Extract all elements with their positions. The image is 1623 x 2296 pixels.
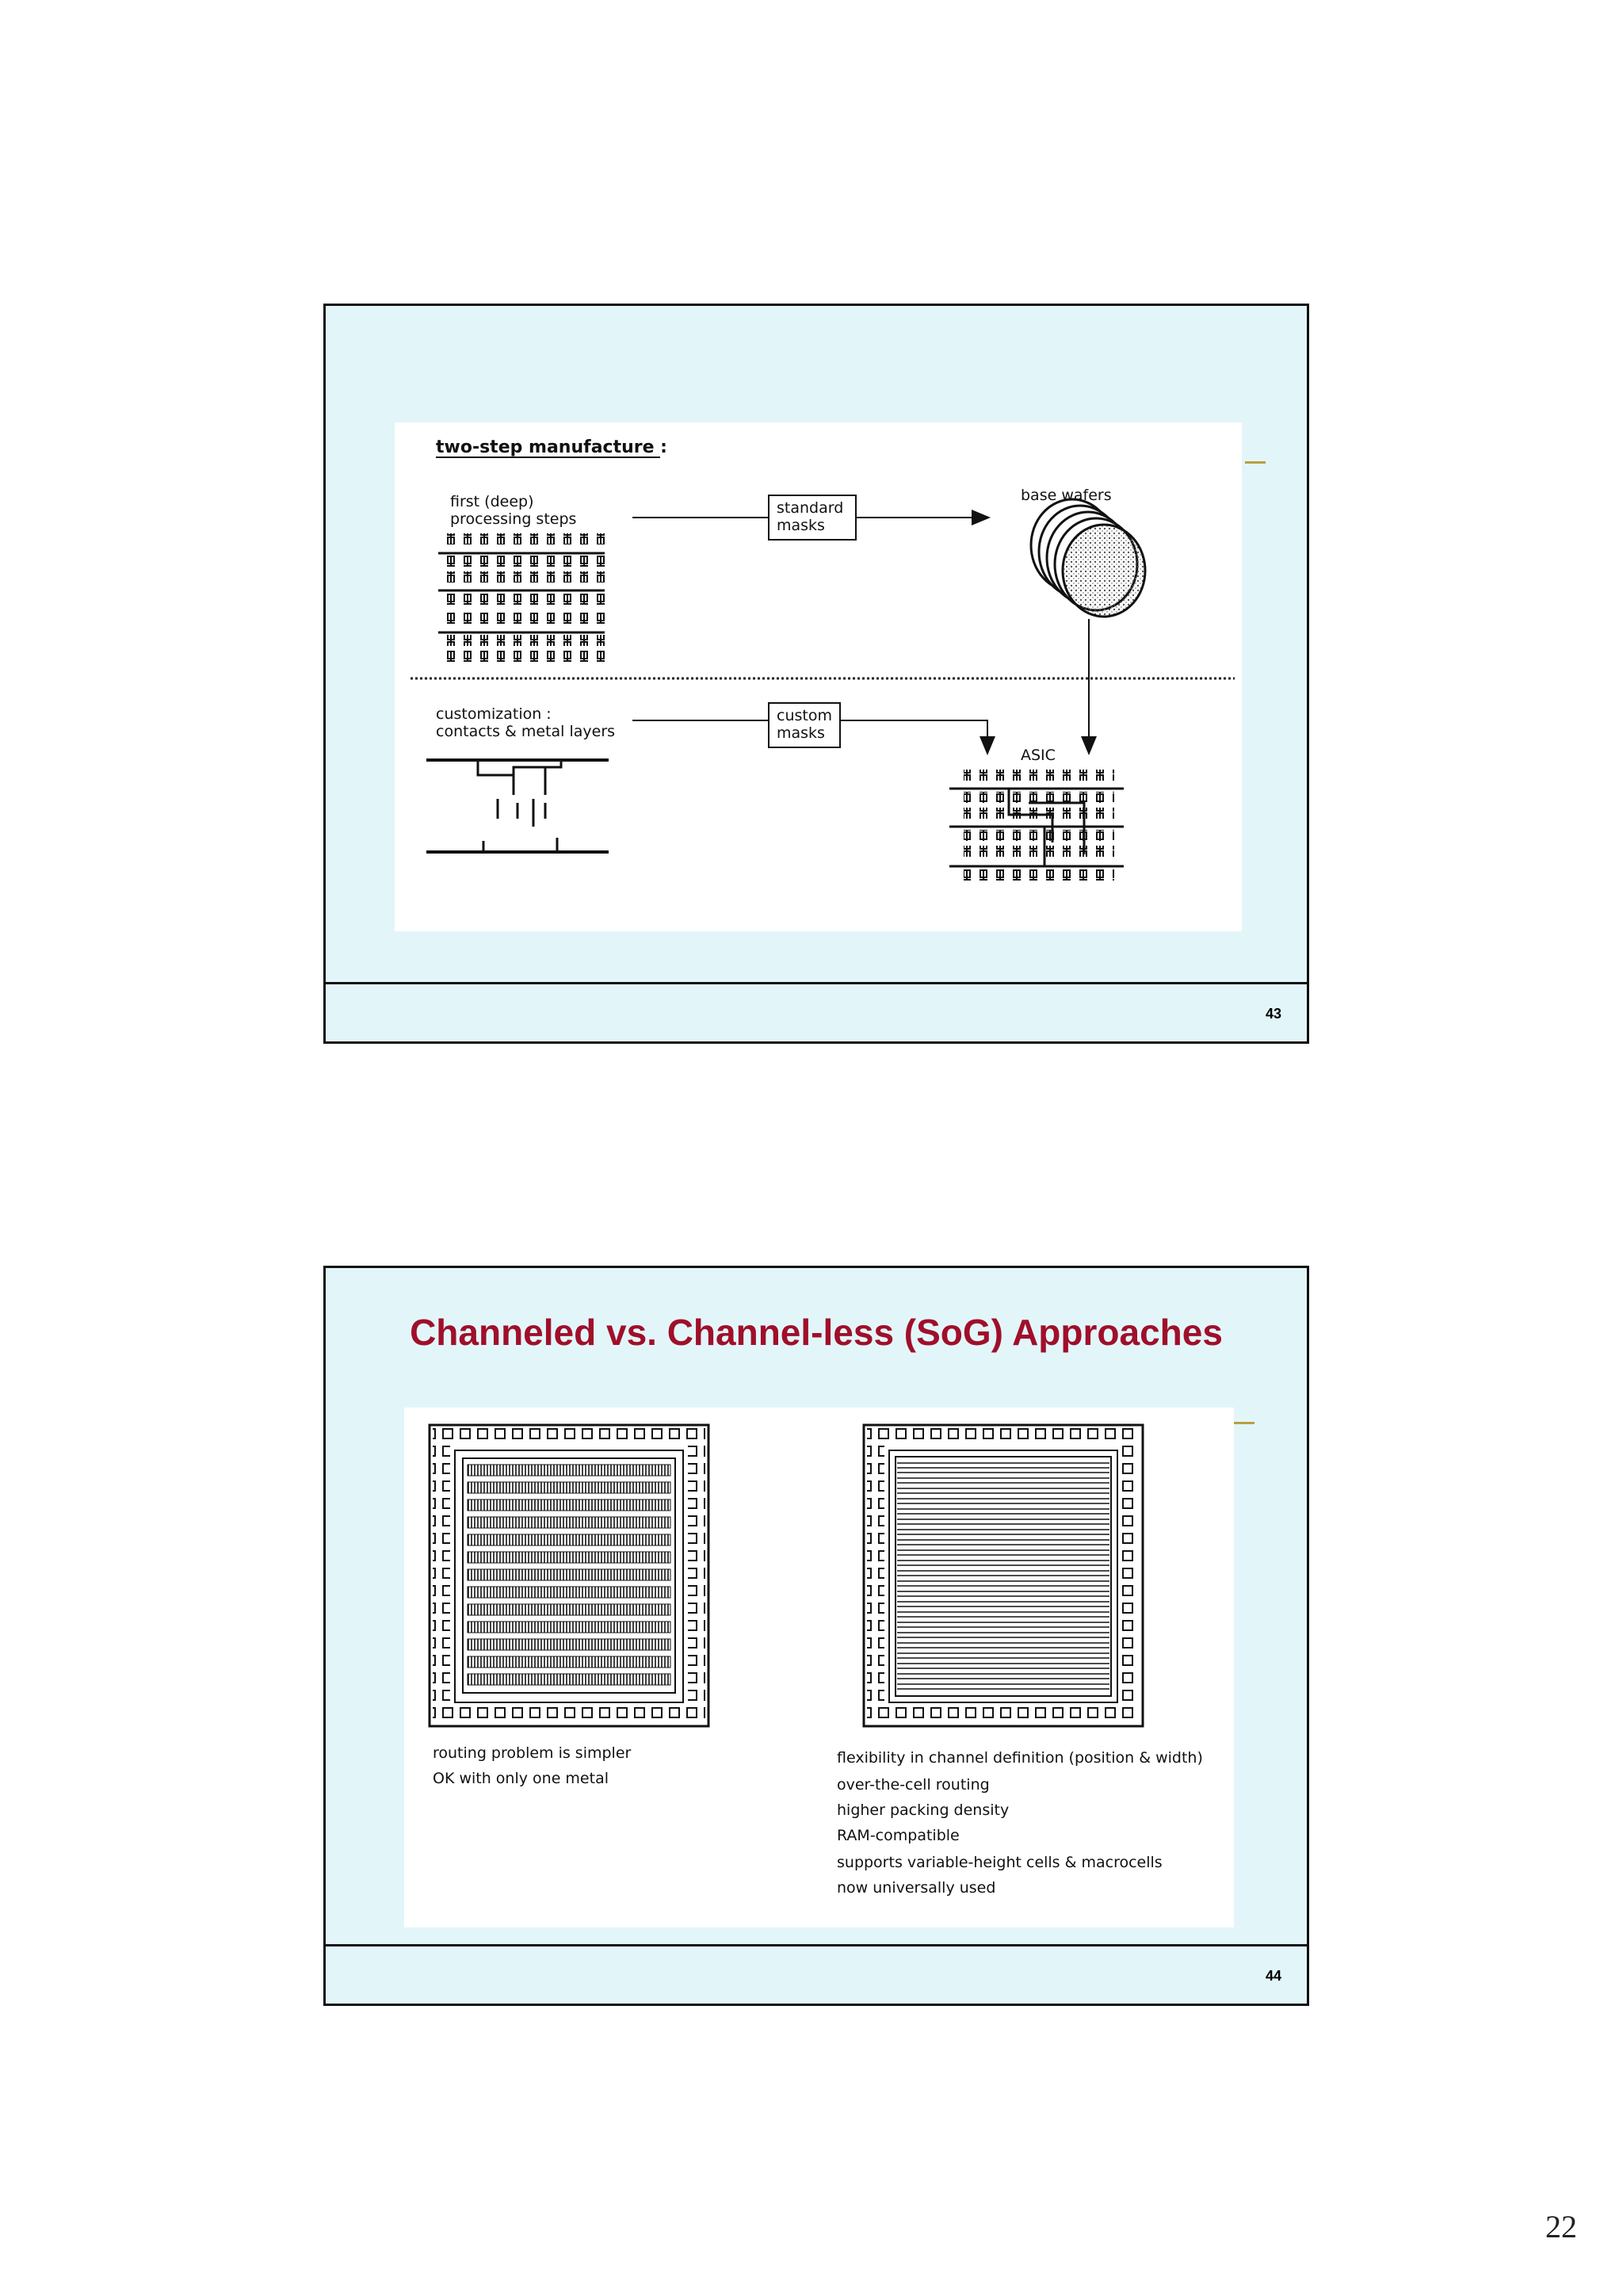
standard-masks-label-1: standard (777, 499, 843, 517)
right-note-3: higher packing density (837, 1801, 1009, 1819)
first-steps-label-2: processing steps (450, 510, 576, 528)
right-note-1: flexibility in channel definition (posit… (837, 1749, 1203, 1767)
left-note-2: OK with only one metal (433, 1770, 609, 1787)
wafer-stack-drawing (1031, 499, 1145, 617)
slide-footer: 44 (326, 1944, 1307, 2004)
custom-masks-label-1: custom (777, 707, 832, 724)
slide-44: Channeled vs. Channel-less (SoG) Approac… (323, 1266, 1309, 2006)
two-step-manufacture-diagram: two-step manufacture : first (deep) proc… (395, 422, 1242, 931)
customization-label-1: customization : (436, 705, 552, 723)
channeled-array-drawing (430, 1425, 708, 1726)
first-steps-label-1: first (deep) (450, 493, 534, 510)
base-array-drawing (438, 533, 605, 662)
accent-line (1245, 461, 1266, 464)
asic-drawing (949, 770, 1124, 881)
heading-label: two-step manufacture : (436, 437, 667, 457)
two-step-manufacture-figure: two-step manufacture : first (deep) proc… (395, 422, 1242, 931)
metal-layer-drawing (426, 760, 609, 852)
slide-43: two-step manufacture : first (deep) proc… (323, 304, 1309, 1044)
customization-label-2: contacts & metal layers (436, 723, 615, 740)
channel-comparison-figure: routing problem is simpler OK with only … (404, 1408, 1234, 1927)
slide-number: 44 (1266, 1968, 1281, 1985)
right-note-6: now universally used (837, 1879, 995, 1897)
right-note-2: over-the-cell routing (837, 1776, 990, 1794)
slide-footer: 43 (326, 982, 1307, 1041)
right-note-5: supports variable-height cells & macroce… (837, 1854, 1163, 1871)
channel-comparison-diagram: routing problem is simpler OK with only … (404, 1408, 1234, 1927)
page-number: 22 (1545, 2208, 1577, 2245)
right-note-4: RAM-compatible (837, 1827, 960, 1844)
left-note-1: routing problem is simpler (433, 1744, 632, 1762)
accent-line (1234, 1422, 1254, 1424)
standard-masks-label-2: masks (777, 517, 825, 534)
slide-title: Channeled vs. Channel-less (SoG) Approac… (326, 1311, 1307, 1354)
arrow-custom-to-asic (840, 720, 987, 754)
custom-masks-label-2: masks (777, 724, 825, 742)
slide-number: 43 (1266, 1006, 1281, 1022)
asic-label: ASIC (1021, 747, 1056, 764)
sea-of-gates-array-drawing (864, 1425, 1143, 1726)
